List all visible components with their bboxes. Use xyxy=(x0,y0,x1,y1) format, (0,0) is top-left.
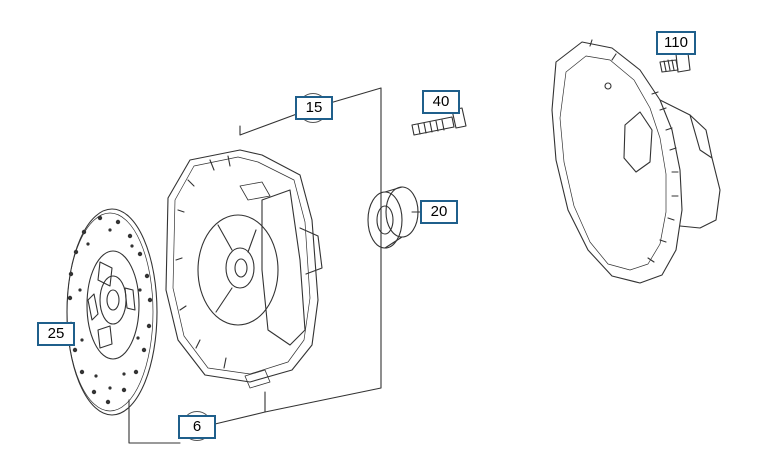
disc-rivets xyxy=(67,215,153,405)
bracket-lines-15 xyxy=(239,87,382,413)
callout-25[interactable]: 25 xyxy=(37,322,75,346)
release-bearing xyxy=(367,186,423,249)
callout-20[interactable]: 20 xyxy=(420,200,458,224)
bolt-40 xyxy=(411,107,467,136)
bolt-110 xyxy=(659,52,691,73)
clutch-disc xyxy=(66,208,158,416)
clutch-housing xyxy=(551,39,721,284)
callout-110[interactable]: 110 xyxy=(656,31,696,55)
pressure-plate xyxy=(165,149,323,389)
callout-6[interactable]: 6 xyxy=(178,415,216,439)
callout-40[interactable]: 40 xyxy=(422,90,460,114)
callout-15[interactable]: 15 xyxy=(295,96,333,120)
bracket-lines-6 xyxy=(128,399,266,444)
